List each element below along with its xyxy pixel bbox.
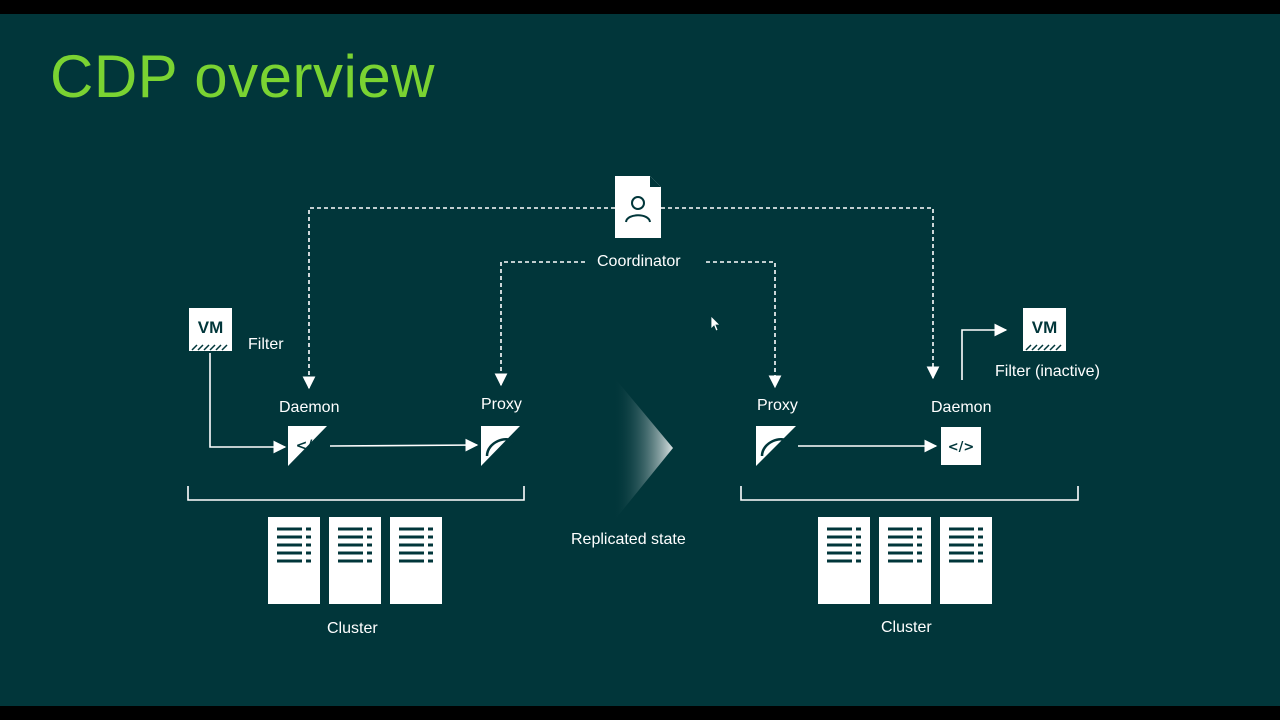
coordinator-links (302, 207, 940, 390)
link-coordinator-daemon-right (661, 207, 940, 380)
filter-inactive-label: Filter (inactive) (995, 363, 1100, 380)
svg-text:</>: </> (948, 440, 975, 455)
server-icon (940, 517, 992, 604)
vm-icon-left: VM (189, 308, 232, 351)
link-coordinator-proxy-right (706, 261, 782, 389)
server-icon (268, 517, 320, 604)
link-coordinator-daemon-left (302, 207, 615, 390)
mouse-cursor-icon (710, 315, 721, 332)
filter-label: Filter (248, 336, 284, 353)
right-data-flow (798, 323, 1008, 453)
cluster-right-label: Cluster (881, 619, 932, 636)
proxy-right-gauge-icon (756, 426, 796, 466)
coordinator-document-icon (615, 176, 661, 238)
slide-title: CDP overview (50, 43, 436, 110)
svg-text:</: </ (296, 438, 314, 454)
proxy-right-label: Proxy (757, 397, 798, 414)
link-vm-daemon-left (209, 353, 287, 454)
daemon-right-code-icon: </> (941, 427, 981, 465)
cluster-left-servers (268, 517, 442, 604)
slide: CDP overview (0, 14, 1280, 706)
replicated-state-label: Replicated state (571, 531, 686, 548)
coordinator-label: Coordinator (597, 253, 681, 270)
server-icon (879, 517, 931, 604)
daemon-right-label: Daemon (931, 399, 992, 416)
server-icon (329, 517, 381, 604)
link-daemon-proxy-left (329, 438, 479, 452)
cluster-right-bracket (740, 486, 1079, 501)
daemon-left-code-icon: </ (288, 426, 327, 466)
vm-right-text: VM (1032, 318, 1058, 337)
cluster-right-servers (818, 517, 992, 604)
cluster-left-label: Cluster (327, 620, 378, 637)
link-daemon-vm-right (961, 323, 1008, 380)
vm-icon-right: VM (1023, 308, 1066, 351)
link-coordinator-proxy-left (494, 261, 585, 387)
proxy-left-label: Proxy (481, 396, 522, 413)
daemon-left-label: Daemon (279, 399, 340, 416)
replication-triangle-icon (613, 376, 673, 522)
proxy-left-gauge-icon (481, 426, 520, 466)
server-icon (390, 517, 442, 604)
cluster-left-bracket (187, 486, 525, 501)
server-icon (818, 517, 870, 604)
vm-left-text: VM (198, 318, 224, 337)
left-data-flow (209, 353, 479, 454)
cdp-diagram: VM VM </ (187, 176, 1079, 604)
